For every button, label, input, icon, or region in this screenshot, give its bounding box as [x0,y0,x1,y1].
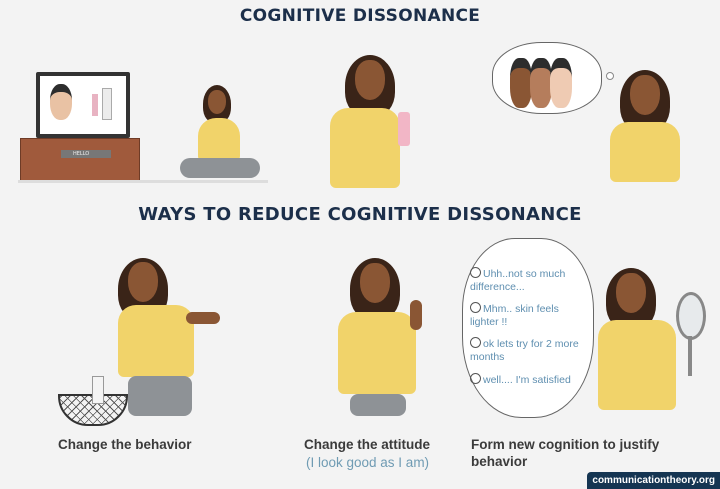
bullet-icon [470,302,481,313]
section-title: WAYS TO REDUCE COGNITIVE DISSONANCE [138,204,582,225]
woman-shirt [118,305,194,377]
bullet-icon [470,267,481,278]
caption-new-cognition: Form new cognition to justify behavior [471,437,660,469]
floor-line [18,180,268,183]
model-face [50,84,72,120]
thought-line-3: ok lets try for 2 more months [470,337,579,363]
caption-change-attitude: Change the attitude [304,437,431,452]
woman-face [208,90,226,114]
woman-face [616,273,646,313]
cream-box-icon [102,88,112,120]
woman-face [128,262,158,302]
dvd-player: HELLO [61,150,111,158]
woman-shirt [198,118,240,162]
woman-shirt [330,108,400,188]
tv-cabinet: HELLO [20,138,140,182]
woman-legs [180,158,260,178]
woman-pants [350,394,406,416]
woman-face [630,75,660,115]
face-light [550,58,572,108]
cream-tube-icon [92,94,98,116]
hand-mirror-icon [676,292,706,340]
woman-face [355,60,385,100]
thought-line-1: Uhh..not so much difference... [470,267,566,293]
bullet-icon [470,373,481,384]
bullet-icon [470,337,481,348]
tv-screen [36,72,130,138]
thumbs-up-arm [410,300,422,330]
woman-shirt [598,320,676,410]
woman-shirt [338,312,416,394]
thought-line-4: well.... I'm satisfied [470,373,590,387]
main-title: COGNITIVE DISSONANCE [239,6,481,26]
cream-tube-icon [92,376,104,404]
subcaption-change-attitude: (I look good as I am) [306,455,430,470]
woman-face [360,263,390,303]
thought-bubble [462,238,594,418]
mirror-handle [688,336,692,376]
credit-badge: communicationtheory.org [587,472,720,489]
woman-arm [186,312,220,324]
thought-dot [606,72,614,80]
face-dark [510,58,532,108]
cream-tube-icon [398,112,410,146]
woman-shirt [610,122,680,182]
thought-line-2: Mhm.. skin feels lighter !! [470,302,559,328]
tv-stand [76,134,86,140]
woman-pants [128,376,192,416]
caption-change-behavior: Change the behavior [58,437,192,452]
face-medium [530,58,552,108]
